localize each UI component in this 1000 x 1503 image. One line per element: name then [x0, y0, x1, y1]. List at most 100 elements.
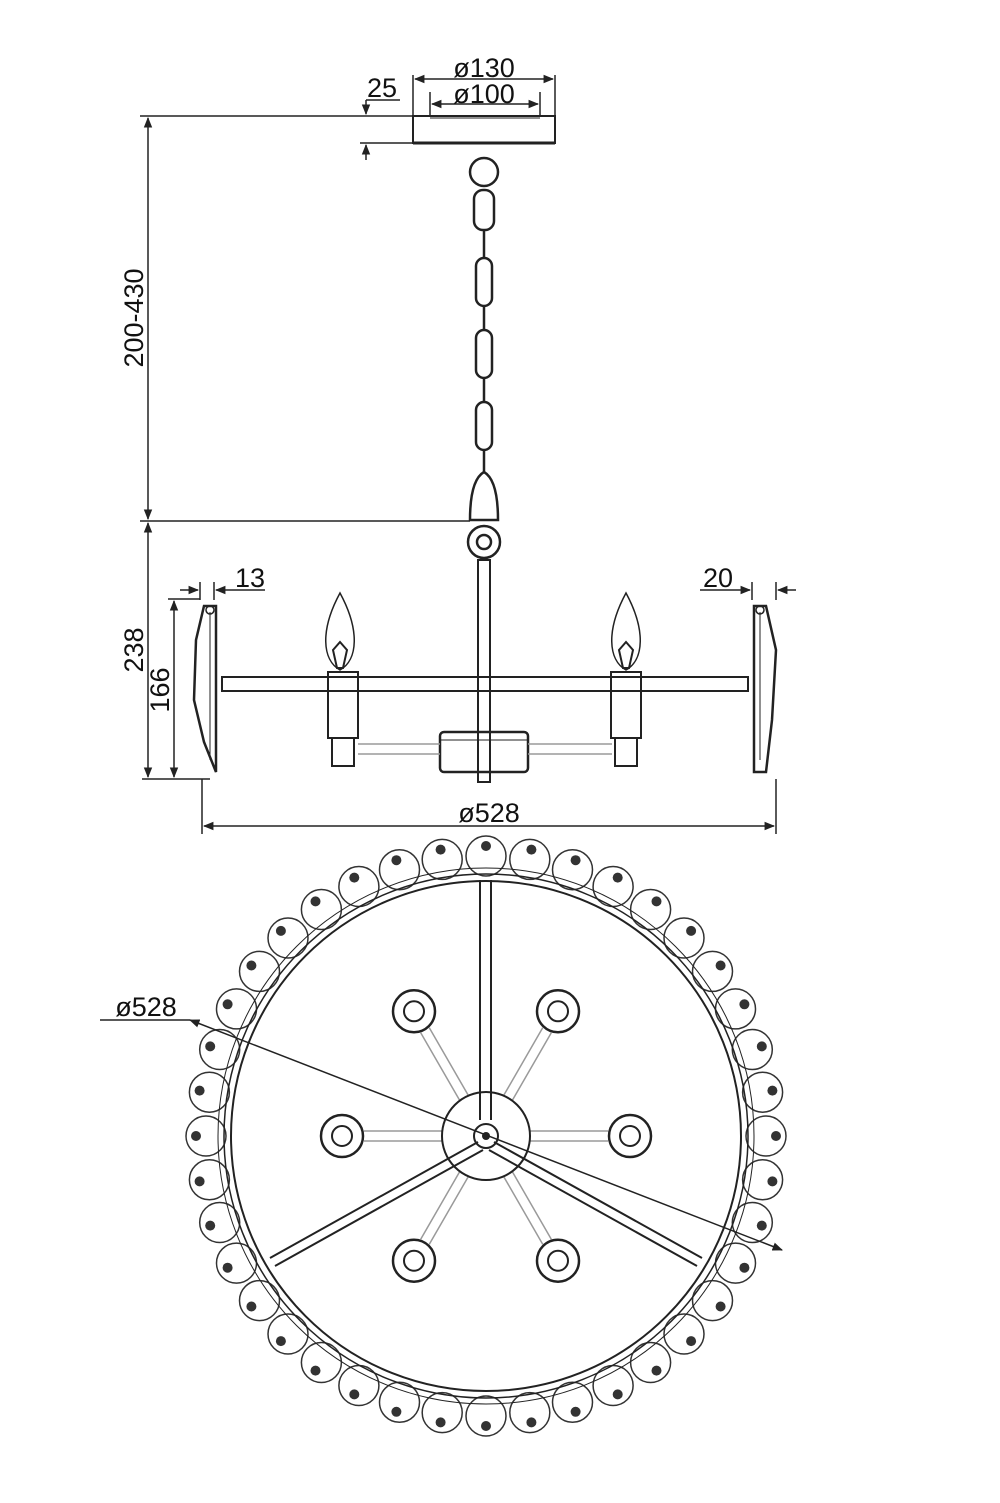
crystal-bead — [691, 1279, 734, 1322]
support-arms — [269, 880, 703, 1267]
lower-cup — [358, 730, 612, 774]
crystal-bead — [663, 917, 705, 959]
crystal-pin — [205, 1220, 216, 1231]
bulb-cup — [535, 1238, 581, 1283]
crystal-bead — [378, 1381, 421, 1424]
crystal-bead — [629, 888, 672, 931]
bulb-spoke — [511, 1032, 552, 1101]
canopy-outer-diameter-label: ø130 — [453, 53, 515, 83]
crystal-bead — [300, 1341, 343, 1384]
crystal-bead — [551, 848, 594, 891]
crystal-bead — [238, 1279, 281, 1322]
crystal-pin — [739, 999, 750, 1010]
right-crystal-panel — [752, 604, 778, 774]
overall-diameter-label: ø528 — [458, 798, 520, 828]
crystal-pin — [275, 925, 286, 936]
crystal-pin — [612, 1389, 623, 1400]
crystal-pin — [526, 844, 537, 855]
left-crystal-panel — [192, 604, 218, 773]
body-height-label: 238 — [119, 627, 149, 672]
crystal-pin — [222, 999, 233, 1010]
crystal-pin — [570, 855, 581, 866]
bulb-spoke — [428, 1027, 469, 1096]
plan-view: ø528 — [100, 835, 787, 1437]
crystal-pin — [481, 841, 491, 851]
crystal-bead — [509, 838, 551, 881]
crystal-pin — [526, 1417, 537, 1428]
crystal-pin — [686, 925, 697, 936]
left-thickness-label: 13 — [235, 563, 265, 593]
left-thickness-dimension: 13 — [180, 563, 265, 600]
bulb-cup — [391, 989, 437, 1034]
crystal-bead — [509, 1391, 551, 1434]
right-thickness-label: 20 — [703, 563, 733, 593]
crystal-pin — [715, 1301, 726, 1312]
bulb-cup — [607, 1113, 653, 1159]
crystal-bead — [238, 950, 281, 993]
crystal-pin — [715, 960, 726, 971]
crystal-pin — [310, 1365, 321, 1376]
crystal-pin — [349, 1389, 360, 1400]
crystal-bead — [267, 1313, 309, 1355]
crystal-bead — [629, 1341, 672, 1384]
crystal-pin — [686, 1336, 697, 1347]
crystal-pin — [349, 872, 360, 883]
bulb-spoke — [428, 1176, 469, 1245]
bulb-cup — [535, 989, 581, 1034]
crystal-pin — [767, 1085, 778, 1096]
crystal-pin — [246, 1301, 257, 1312]
crystal-pin — [612, 872, 623, 883]
crystal-bead — [267, 917, 309, 959]
crystal-height-dimension: 166 — [145, 598, 200, 779]
crystal-bead — [421, 1391, 463, 1434]
crystal-pin — [481, 1421, 491, 1431]
overall-diameter-dimension: ø528 — [201, 779, 777, 834]
crystal-bead — [691, 950, 734, 993]
horizontal-arm — [221, 676, 749, 692]
bulb-spoke — [420, 1032, 461, 1101]
crystal-pin — [435, 1417, 446, 1428]
crystal-pin — [222, 1262, 233, 1273]
canopy-diameter-dimensions: ø130 ø100 — [412, 53, 556, 116]
crystal-pin — [767, 1176, 778, 1187]
crystal-pin — [651, 896, 662, 907]
crystal-pin — [756, 1220, 767, 1231]
crystal-pin — [756, 1041, 767, 1052]
crystal-pin — [570, 1406, 581, 1417]
crystal-bead — [465, 835, 507, 877]
chain-length-dimension: 200-430 — [119, 115, 470, 522]
right-thickness-dimension: 20 — [700, 563, 796, 600]
crystal-pin — [205, 1041, 216, 1052]
suspension-chain — [466, 156, 502, 560]
central-rod — [477, 559, 491, 783]
crystal-height-label: 166 — [145, 667, 175, 712]
chain-length-label: 200-430 — [119, 268, 149, 367]
central-hub — [441, 1091, 531, 1181]
plan-diameter-dimension: ø528 — [100, 992, 783, 1251]
crystal-pin — [651, 1365, 662, 1376]
crystal-pin — [771, 1131, 781, 1141]
crystal-pin — [194, 1085, 205, 1096]
crystal-bead — [551, 1381, 594, 1424]
crystal-bead — [663, 1313, 705, 1355]
crystal-pin — [194, 1176, 205, 1187]
crystal-pin — [391, 855, 402, 866]
right-candle-holder — [610, 591, 642, 767]
crystal-bead — [378, 848, 421, 891]
body-height-dimension: 238 — [119, 521, 210, 780]
plan-diameter-label: ø528 — [115, 992, 177, 1022]
canopy-inner-diameter-label: ø100 — [453, 79, 515, 109]
crystal-pin — [275, 1336, 286, 1347]
crystal-pin — [310, 896, 321, 907]
ceiling-canopy — [412, 115, 556, 145]
crystal-bead — [421, 838, 463, 881]
canopy-height-dimension: 25 — [360, 73, 413, 160]
canopy-height-label: 25 — [367, 73, 397, 103]
crystal-bead — [465, 1395, 507, 1437]
bulb-spoke — [503, 1176, 544, 1245]
side-elevation-view: ø130 ø100 25 — [119, 53, 796, 834]
crystal-bead — [300, 888, 343, 931]
crystal-pin — [435, 844, 446, 855]
crystal-pin — [191, 1131, 201, 1141]
